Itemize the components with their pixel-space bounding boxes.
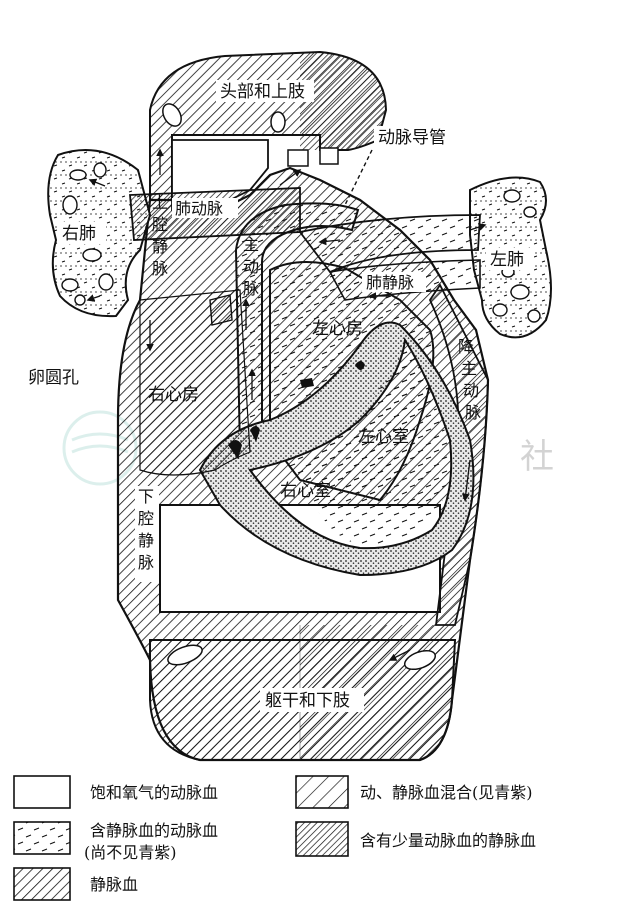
svg-text:降: 降: [458, 337, 474, 356]
label-aorta: 主 动 脉: [243, 235, 259, 298]
svg-text:含有少量动脉血的静脉血: 含有少量动脉血的静脉血: [360, 831, 536, 850]
label-pulmonary-artery: 肺动脉: [175, 199, 223, 218]
label-foramen-ovale: 卵圆孔: [28, 368, 79, 388]
svg-text:动、静脉血混合(见青紫): 动、静脉血混合(见青紫): [360, 783, 533, 802]
legend: 饱和氧气的动脉血 动、静脉血混合(见青紫) 含静脉血的动脉血 (尚不见青紫) 含…: [13, 775, 536, 901]
label-right-lung: 右肺: [62, 224, 96, 244]
label-left-lung: 左肺: [490, 250, 524, 270]
svg-text:含静脉血的动脉血: 含静脉血的动脉血: [90, 821, 218, 840]
svg-text:动: 动: [463, 381, 479, 400]
legend-item-venous: 静脉血: [13, 867, 138, 901]
svg-text:脉: 脉: [138, 553, 154, 572]
ductus-pointer-line: [344, 149, 373, 206]
svg-text:脉: 脉: [465, 403, 481, 422]
watermark-text: 社: [520, 437, 554, 477]
legend-item-arterial-with-venous: 含静脉血的动脉血 (尚不见青紫): [13, 821, 218, 862]
svg-text:静: 静: [138, 531, 154, 550]
svg-text:(尚不见青紫): (尚不见青紫): [84, 843, 177, 862]
svg-text:静: 静: [152, 237, 168, 256]
svg-text:下: 下: [138, 487, 154, 506]
label-descending-aorta: 降 主 动 脉: [458, 337, 481, 422]
svg-text:静脉血: 静脉血: [90, 875, 138, 894]
label-backgrounds: [24, 80, 534, 388]
label-ductus-arteriosus: 动脉导管: [378, 128, 446, 148]
right-heart-chambers: [139, 289, 251, 476]
label-superior-vena-cava: 上 腔 静 脉: [152, 193, 168, 278]
legend-item-arterial-saturated: 饱和氧气的动脉血: [13, 775, 218, 809]
svg-text:饱和氧气的动脉血: 饱和氧气的动脉血: [90, 783, 218, 802]
label-pulmonary-vein: 肺静脉: [366, 273, 414, 292]
label-right-atrium: 右心房: [148, 385, 199, 405]
label-head-upper-limbs: 头部和上肢: [220, 82, 305, 102]
label-inferior-vena-cava: 下 腔 静 脉: [135, 486, 159, 582]
svg-text:脉: 脉: [243, 279, 259, 298]
label-trunk-lower-limbs: 躯干和下肢: [265, 691, 350, 711]
svg-text:腔: 腔: [152, 215, 168, 234]
svg-text:动: 动: [243, 257, 259, 276]
svg-text:主: 主: [243, 235, 259, 254]
legend-item-venous-little-arterial: 含有少量动脉血的静脉血: [295, 821, 536, 857]
right-lung-alveoli: [61, 162, 114, 306]
svg-text:主: 主: [461, 359, 477, 378]
valves: [228, 147, 365, 459]
label-left-ventricle: 左心室: [358, 427, 409, 447]
label-left-atrium: 左心房: [312, 319, 363, 339]
svg-text:上: 上: [152, 193, 168, 212]
svg-text:腔: 腔: [138, 509, 154, 528]
legend-item-mixed: 动、静脉血混合(见青紫): [295, 775, 533, 809]
label-right-ventricle: 右心室: [280, 481, 331, 501]
svg-text:脉: 脉: [152, 259, 168, 278]
